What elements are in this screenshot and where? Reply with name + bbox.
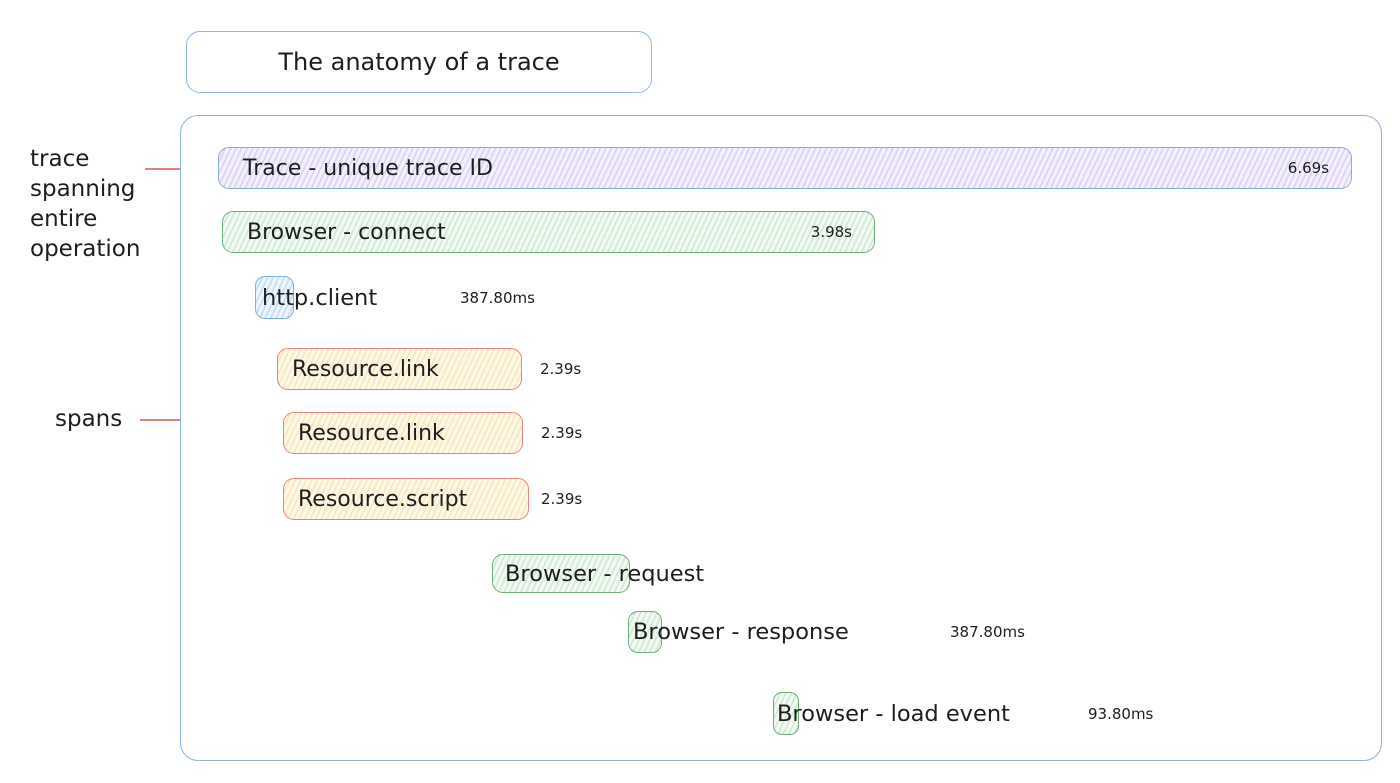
span-label-browser-load-event: Browser - load event	[777, 700, 1010, 727]
trace-annotation-line-4: operation	[30, 236, 141, 262]
span-duration-browser-load-event: 93.80ms	[1088, 704, 1154, 723]
trace-pointer-line	[145, 168, 205, 170]
span-label-browser-response: Browser - response	[633, 619, 849, 645]
span-label-trace: Trace - unique trace ID	[243, 155, 493, 181]
span-duration-browser-connect: 3.98s	[810, 223, 852, 241]
trace-annotation-line-1: trace	[30, 146, 90, 172]
span-label-browser-connect: Browser - connect	[247, 219, 446, 245]
span-bar-resource-link-1: Resource.link	[277, 348, 522, 390]
span-duration-resource-link-2: 2.39s	[541, 424, 583, 442]
spans-annotation: spans	[55, 404, 122, 434]
span-label-http-client: http.client	[262, 284, 378, 311]
span-label-browser-request: Browser - request	[505, 560, 705, 587]
span-duration-resource-link-1: 2.39s	[540, 360, 582, 378]
span-duration-http-client: 387.80ms	[460, 288, 535, 307]
span-row-browser-request: Browser - request	[492, 554, 792, 593]
diagram-title: The anatomy of a trace	[278, 48, 560, 76]
span-row-resource-link-1: Resource.link 2.39s	[277, 348, 607, 390]
span-label-resource-script: Resource.script	[298, 486, 468, 512]
span-bar-http-client	[255, 276, 294, 319]
trace-annotation-line-2: spanning	[30, 176, 136, 202]
span-bar-browser-response	[628, 611, 662, 653]
span-row-browser-response: Browser - response 387.80ms	[628, 611, 1048, 653]
span-row-http-client: http.client 387.80ms	[255, 276, 555, 319]
span-row-resource-link-2: Resource.link 2.39s	[283, 412, 613, 454]
span-bar-resource-script: Resource.script	[283, 478, 529, 520]
spans-pointer-line	[140, 419, 207, 421]
span-duration-trace: 6.69s	[1287, 159, 1329, 177]
span-bar-browser-request	[492, 554, 630, 593]
span-duration-browser-response: 387.80ms	[950, 623, 1025, 641]
spans-annotation-label: spans	[55, 406, 123, 432]
span-bar-trace: Trace - unique trace ID 6.69s	[218, 147, 1352, 189]
span-bar-browser-connect: Browser - connect 3.98s	[222, 211, 875, 253]
span-row-browser-load-event: Browser - load event 93.80ms	[773, 692, 1173, 735]
span-label-resource-link-1: Resource.link	[292, 356, 439, 382]
span-label-resource-link-2: Resource.link	[298, 420, 445, 446]
diagram-title-box: The anatomy of a trace	[186, 31, 652, 93]
span-duration-resource-script: 2.39s	[541, 490, 583, 508]
span-bar-resource-link-2: Resource.link	[283, 412, 523, 454]
trace-annotation: trace spanning entire operation	[30, 144, 140, 264]
trace-annotation-line-3: entire	[30, 206, 98, 232]
span-row-resource-script: Resource.script 2.39s	[283, 478, 613, 520]
span-bar-browser-load-event	[773, 692, 799, 735]
